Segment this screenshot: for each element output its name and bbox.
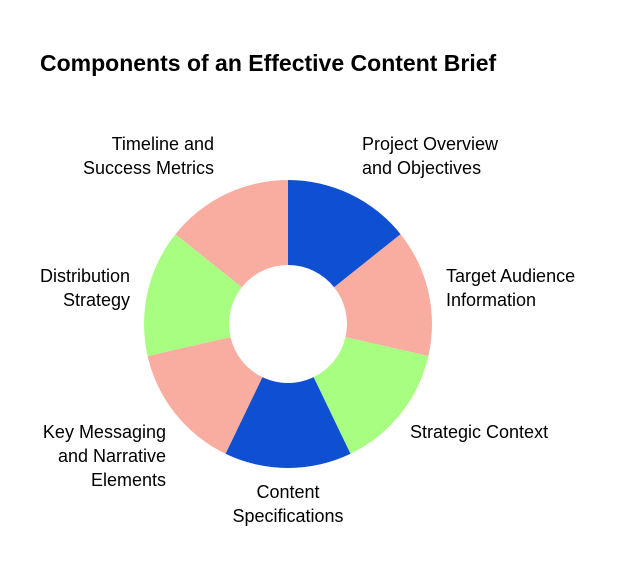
donut-segment xyxy=(225,377,351,468)
diagram-title: Components of an Effective Content Brief xyxy=(40,50,497,76)
donut-segment xyxy=(334,234,432,357)
donut-segment xyxy=(175,180,288,288)
donut-segment xyxy=(147,337,263,454)
donut-segment xyxy=(144,234,242,357)
label-timeline: Timeline and Success Metrics xyxy=(82,134,214,178)
donut-segment xyxy=(288,180,401,288)
label-distribution-strategy: Distribution Strategy xyxy=(39,266,130,310)
label-strategic-context: Strategic Context xyxy=(410,422,549,442)
label-key-messaging: Key Messaging and Narrative Elements xyxy=(42,422,166,490)
label-content-specifications: Content Specifications xyxy=(232,482,344,526)
donut-segment xyxy=(313,337,429,454)
label-project-overview: Project Overview and Objectives xyxy=(362,134,499,178)
label-target-audience: Target Audience Information xyxy=(446,266,576,310)
